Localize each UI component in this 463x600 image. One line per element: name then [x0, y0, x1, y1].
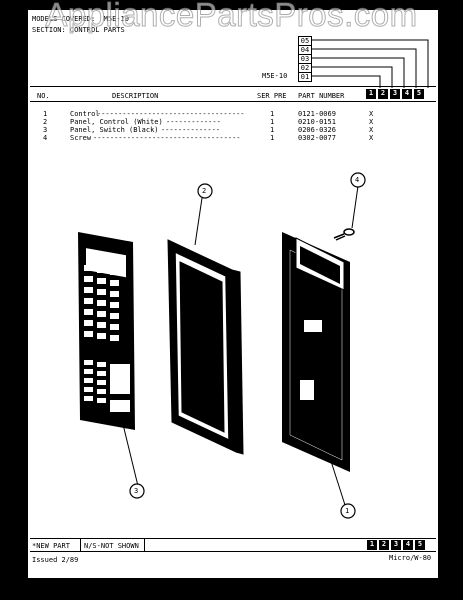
row-part-number: 0121-0069 [298, 110, 336, 118]
callout-3-label: 3 [134, 487, 139, 495]
col-box-2: 2 [378, 89, 388, 99]
models-covered-line: MODELS COVERED: M5E-10 [32, 15, 129, 23]
col-no: NO. [37, 92, 50, 100]
screw-part [333, 228, 355, 241]
footer-box-4: 4 [403, 540, 413, 550]
switch-panel-part [78, 232, 135, 430]
row-qty: 1 [270, 126, 275, 134]
callout-2-label: 2 [202, 187, 207, 195]
row-qty: 1 [270, 110, 275, 118]
row-description: Control [70, 110, 100, 118]
row-leader: -------------- [161, 126, 221, 134]
callout-1-circle [340, 503, 356, 519]
section-title: SECTION: CONTROL PARTS [32, 26, 125, 34]
issued-date: Issued 2/89 [32, 556, 79, 564]
col-box-4: 4 [402, 89, 412, 99]
col-box-5: 5 [414, 89, 424, 99]
row-leader: ----------------------------------- [93, 134, 241, 142]
callout-4-circle [350, 172, 366, 188]
watermark: AppliancePartsPros.com [45, 0, 418, 34]
control-panel-frame-part [167, 239, 244, 455]
col-box-1: 1 [366, 89, 376, 99]
row-leader: ------------- [166, 118, 221, 126]
row-description: Panel, Control (White) [70, 118, 163, 126]
row-mark: X [369, 118, 374, 126]
row-description: Panel, Switch (Black) [70, 126, 159, 134]
control-board-part [282, 232, 350, 472]
row-part-number: 0210-0151 [298, 118, 336, 126]
col-part-number: PART NUMBER [298, 92, 345, 100]
footer-box-5: 5 [415, 540, 425, 550]
footer-top-rule [30, 538, 436, 539]
new-part-legend: *NEW PART [32, 542, 70, 550]
footer-box-3: 3 [391, 540, 401, 550]
model-col-01: 01 [298, 72, 312, 82]
col-ser-pre: SER PRE [257, 92, 287, 100]
row-part-number: 0302-0077 [298, 134, 336, 142]
col-box-3: 3 [390, 89, 400, 99]
col-description: DESCRIPTION [112, 92, 159, 100]
footer-box-2: 2 [379, 540, 389, 550]
row-qty: 1 [270, 118, 275, 126]
table-top-rule [30, 86, 436, 87]
footer-divider-2 [144, 538, 145, 552]
row-no: 4 [43, 134, 48, 142]
not-shown-legend: N/S-NOT SHOWN [84, 542, 139, 550]
row-no: 3 [43, 126, 48, 134]
table-header-rule [30, 101, 436, 102]
row-description: Screw [70, 134, 92, 142]
footer-box-1: 1 [367, 540, 377, 550]
row-leader: ----------------------------------- [97, 110, 245, 118]
row-mark: X [369, 126, 374, 134]
callout-4-label: 4 [355, 176, 360, 184]
document-code: Micro/W-80 [389, 554, 432, 562]
row-mark: X [369, 110, 374, 118]
row-qty: 1 [270, 134, 275, 142]
row-no: 1 [43, 110, 48, 118]
row-mark: X [369, 134, 374, 142]
callout-2-circle [197, 183, 213, 199]
model-label: M5E-10 [262, 72, 288, 80]
footer-divider-1 [80, 538, 81, 552]
row-part-number: 0206-0326 [298, 126, 336, 134]
callout-3-circle [129, 483, 145, 499]
callout-1-label: 1 [345, 507, 350, 515]
footer-bottom-rule [30, 551, 436, 552]
row-no: 2 [43, 118, 48, 126]
